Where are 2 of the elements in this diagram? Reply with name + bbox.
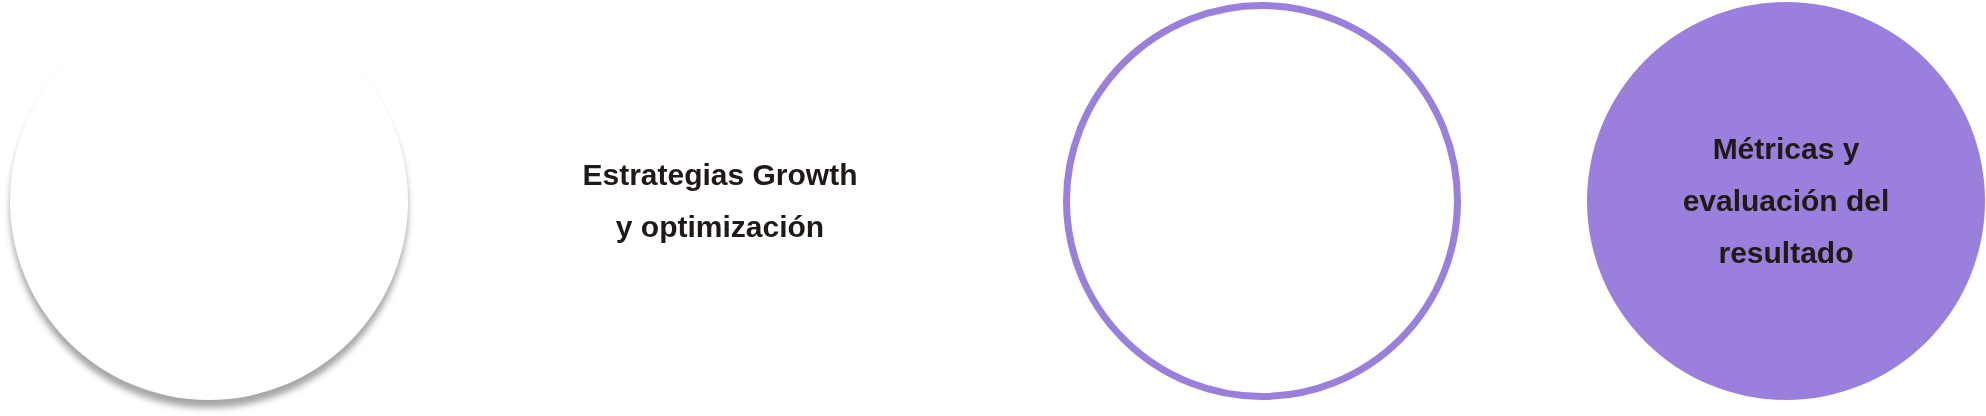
node-label: Métricas y evaluación del resultado — [1681, 131, 1891, 271]
node-label: Estrategias Growth y optimización — [581, 157, 859, 245]
